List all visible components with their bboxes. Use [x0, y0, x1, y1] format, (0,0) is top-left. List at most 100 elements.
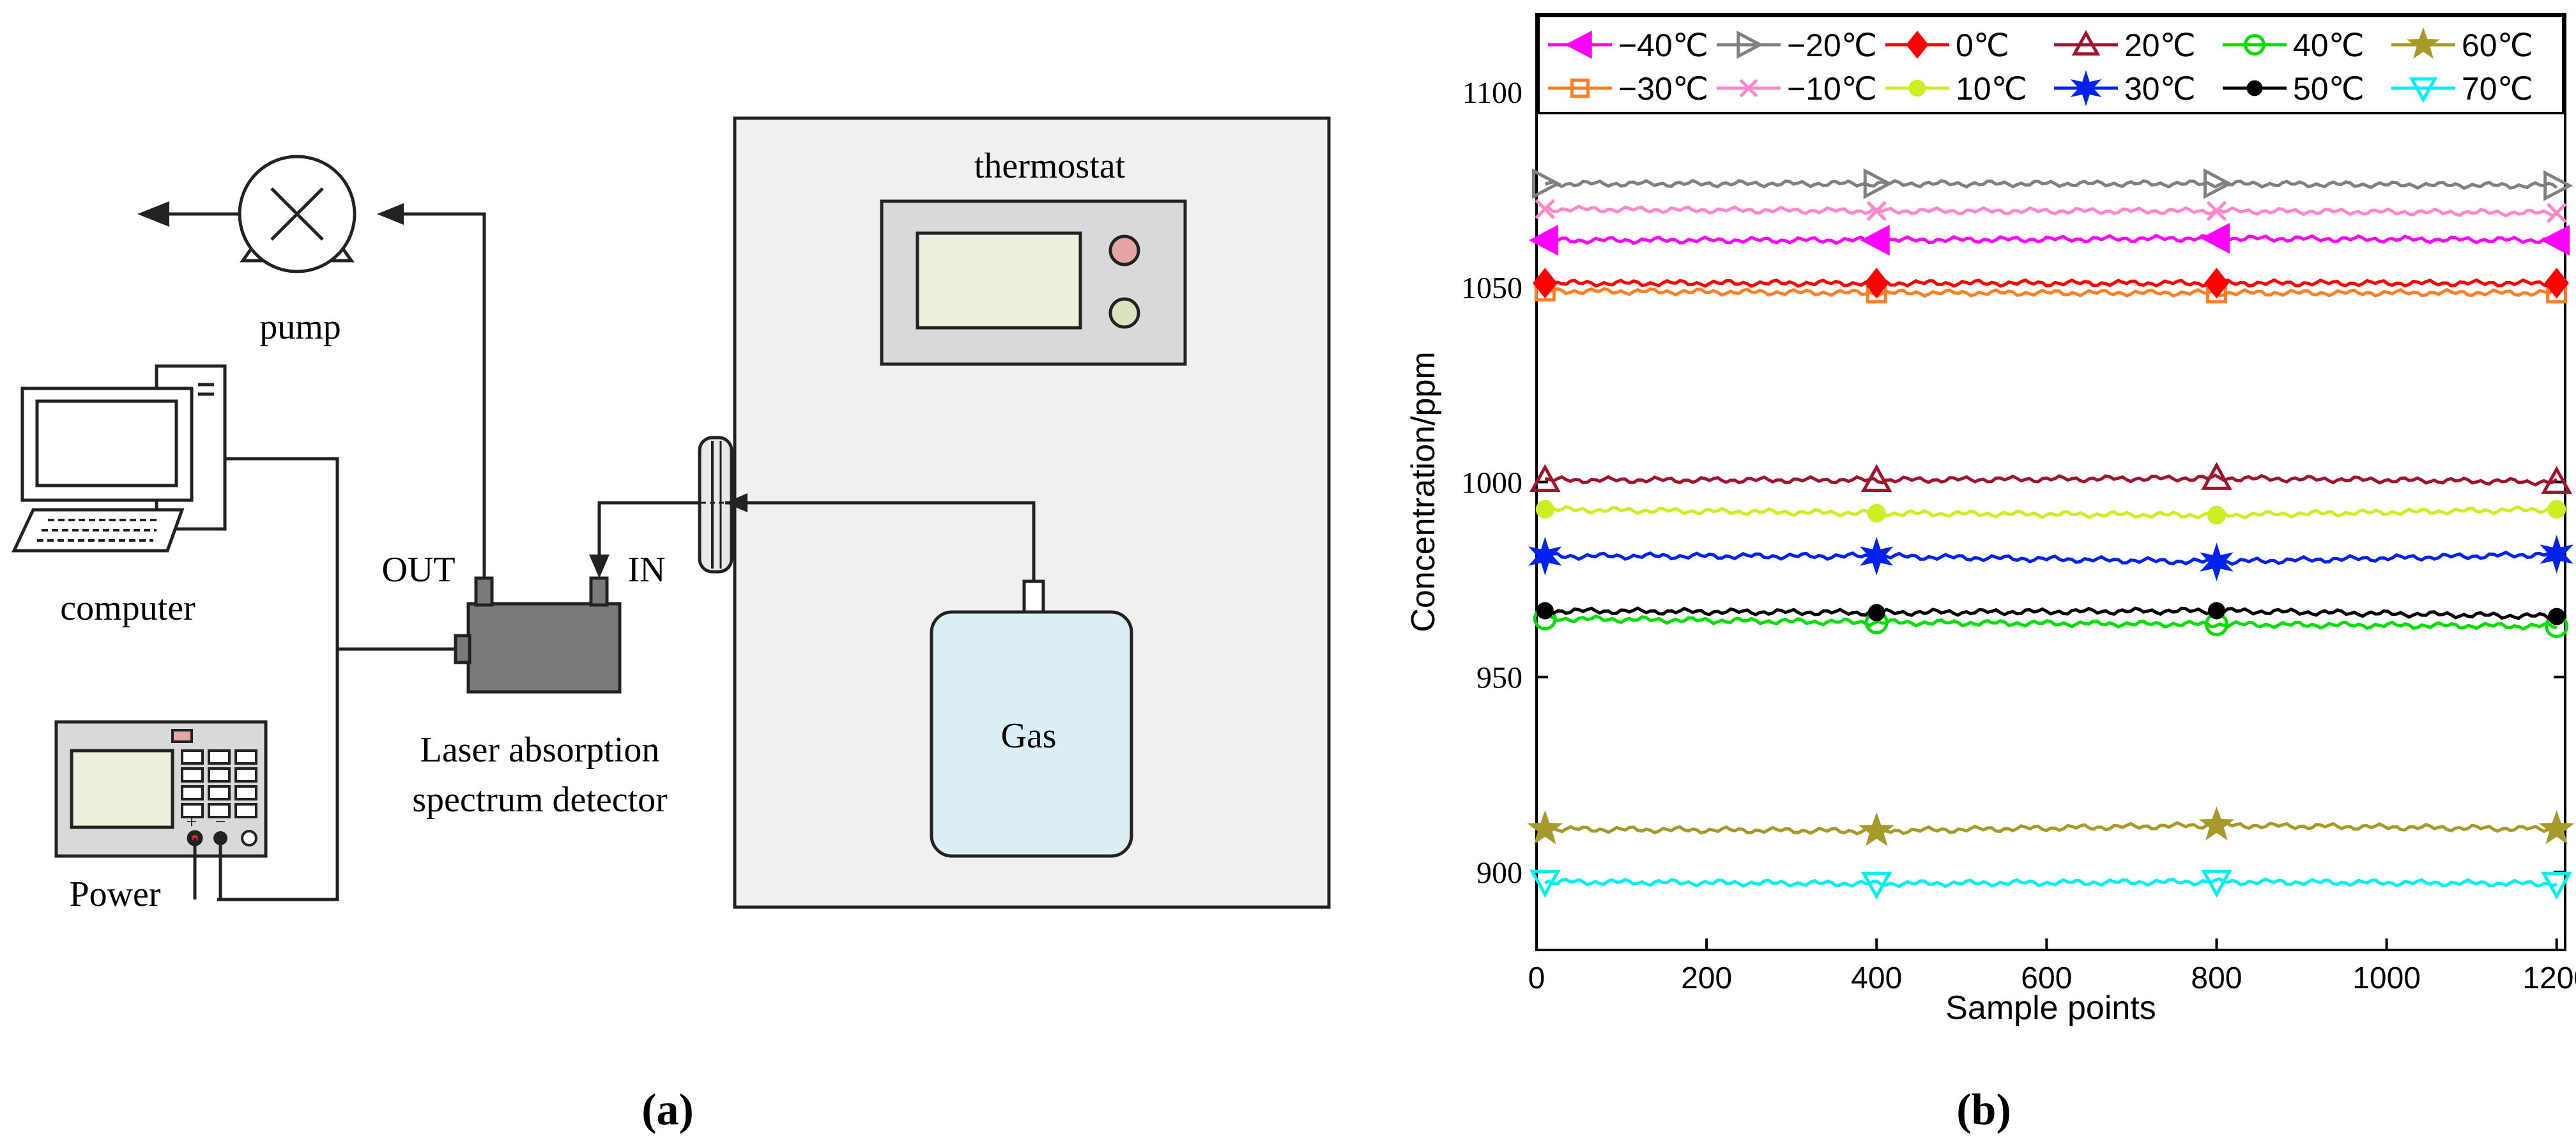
data-point: [1528, 537, 1562, 576]
series-path: [1544, 606, 2557, 620]
data-point: [1529, 869, 1561, 898]
in-label: IN: [627, 550, 665, 590]
data-point: [2547, 500, 2566, 519]
data-point: [2207, 505, 2226, 524]
experimental-setup-diagram: thermostat Gas OUT IN Laser absorpti: [12, 116, 1331, 1135]
indicator-red-icon: [1108, 234, 1140, 266]
detector-label-line2: spectrum detector: [412, 780, 668, 820]
series-path: [1545, 820, 2557, 836]
legend-label: −30℃: [1618, 71, 1708, 107]
pump-icon: [238, 155, 356, 273]
data-point: [2543, 170, 2573, 201]
data-point: [2544, 268, 2569, 299]
data-point: [1736, 30, 1764, 59]
legend-item: 40℃: [2223, 27, 2365, 63]
data-point: [1536, 602, 1554, 620]
thermostat-label: thermostat: [974, 146, 1126, 186]
data-point: [2538, 810, 2575, 845]
legend-label: −20℃: [1787, 27, 1877, 63]
legend-label: 70℃: [2462, 71, 2533, 107]
series-line: [1528, 222, 2570, 256]
out-line: [404, 212, 486, 578]
data-point: [1860, 871, 1892, 900]
legend-label: 30℃: [2124, 71, 2196, 107]
data-point: [2541, 466, 2572, 494]
data-point: [2206, 201, 2227, 222]
out-port: [474, 576, 494, 607]
computer-label: computer: [60, 588, 195, 628]
y-tick-label: 1050: [1461, 271, 1522, 305]
y-axis-label: Concentration/ppm: [1405, 351, 1442, 632]
legend-item: 60℃: [2391, 27, 2533, 63]
legend-label: 20℃: [2124, 27, 2196, 63]
legend-item: 10℃: [1885, 71, 2027, 107]
legend-item: 30℃: [2054, 70, 2196, 107]
power-screen: [70, 749, 174, 829]
x-tick-label: 800: [2191, 961, 2242, 995]
x-tick-label: 0: [1528, 961, 1545, 995]
optical-window: [698, 436, 733, 574]
series-path: [1545, 549, 2557, 566]
data-point: [2198, 806, 2235, 841]
data-point: [2546, 203, 2567, 224]
legend-label: 40℃: [2293, 27, 2365, 63]
series-path: [1544, 287, 2557, 298]
series-path: [1544, 473, 2558, 487]
legend-label: −40℃: [1618, 27, 1708, 63]
series-layer: [1527, 168, 2575, 900]
legend-label: 50℃: [2293, 71, 2365, 107]
data-point: [2070, 70, 2102, 107]
legend-label: 10℃: [1956, 71, 2027, 107]
power-label: Power: [69, 875, 160, 914]
data-point: [2409, 77, 2438, 103]
power-keypad: [181, 749, 257, 818]
x-axis-label: Sample points: [1945, 990, 2156, 1027]
in-arrow: [589, 555, 610, 578]
series-path: [1544, 179, 2558, 190]
data-point: [2201, 462, 2232, 490]
thermostat-controller: [880, 199, 1187, 366]
data-point: [2548, 608, 2566, 625]
data-point: [2407, 27, 2440, 59]
data-point: [2203, 168, 2233, 199]
data-point: [1860, 537, 1894, 576]
data-point: [1533, 268, 1558, 299]
data-point: [2200, 222, 2230, 254]
data-point: [1867, 604, 1885, 622]
legend-item: 20℃: [2054, 27, 2196, 63]
data-point: [1859, 812, 1895, 846]
data-point: [2540, 224, 2570, 256]
svg-text:−: −: [215, 811, 226, 832]
legend-item: 70℃: [2391, 71, 2533, 107]
x-tick-label: 400: [1851, 961, 1902, 995]
data-point: [1529, 464, 1561, 492]
data-point: [2200, 542, 2234, 581]
data-point: [2540, 535, 2573, 574]
x-tick-label: 200: [1681, 961, 1732, 995]
series-line: [1536, 602, 2566, 625]
legend-item: −20℃: [1717, 27, 1877, 63]
data-point: [1528, 224, 1558, 256]
legend-item: 50℃: [2223, 71, 2365, 107]
data-point: [2201, 869, 2232, 898]
data-point: [1864, 268, 1889, 299]
series-line: [1527, 806, 2575, 846]
gas-line-arrow: [725, 493, 747, 512]
gas-line: [725, 501, 1036, 581]
indicator-green-icon: [1108, 297, 1140, 329]
data-point: [1570, 78, 1590, 98]
data-point: [1863, 168, 1893, 199]
data-point: [1535, 199, 1556, 219]
y-tick-label: 1000: [1461, 466, 1522, 500]
pump-exhaust-arrow: [137, 201, 169, 227]
data-point: [2541, 871, 2572, 900]
series-path: [1544, 614, 2557, 631]
legend-label: 60℃: [2462, 27, 2533, 63]
legend-item: −30℃: [1548, 71, 1708, 107]
computer-cable: [217, 457, 339, 901]
panel-b-caption: (b): [1956, 1085, 2011, 1135]
series-line: [1533, 268, 2569, 299]
series-path: [1544, 876, 2557, 889]
legend-item: 0℃: [1885, 27, 2009, 63]
data-point: [1565, 30, 1592, 59]
